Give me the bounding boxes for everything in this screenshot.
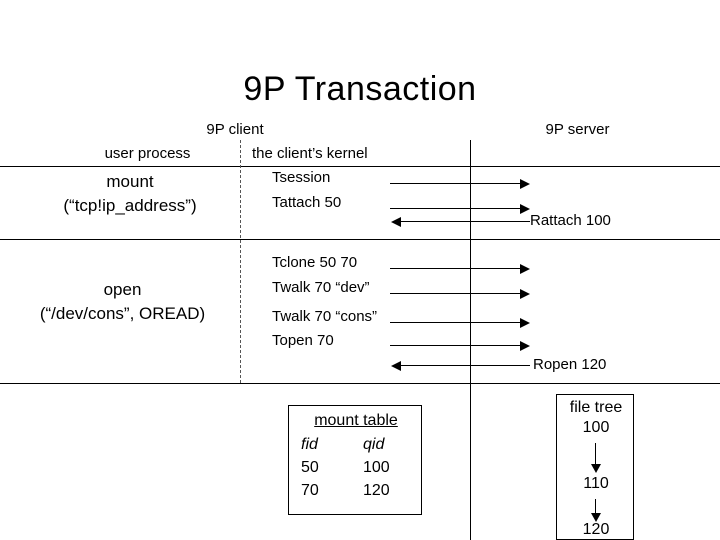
file-tree-edge-100-110-line xyxy=(595,443,596,465)
arrow-topen-line xyxy=(390,345,520,346)
mount-table: mount table fid qid 50 100 70 120 xyxy=(288,405,422,515)
arrow-topen-head xyxy=(520,341,530,351)
file-tree-node-100: 100 xyxy=(582,419,610,436)
file-tree-edge-100-110-head xyxy=(591,464,601,473)
mount-table-header-qid: qid xyxy=(363,436,385,453)
arrow-rattach-head xyxy=(391,217,401,227)
mount-table-row1-qid: 120 xyxy=(363,482,390,499)
message-tattach: Tattach 50 xyxy=(272,194,342,211)
arrow-tclone-head xyxy=(520,264,530,274)
arrow-ropen-head xyxy=(391,361,401,371)
arrow-tsession-line xyxy=(390,183,520,184)
arrow-tclone-line xyxy=(390,268,520,269)
arrow-twalk-dev-head xyxy=(520,289,530,299)
mount-table-row0-qid: 100 xyxy=(363,459,390,476)
user-action-open-line2: (“/dev/cons”, OREAD) xyxy=(39,304,206,323)
arrow-twalk-cons-line xyxy=(390,322,520,323)
user-action-open-line1: open xyxy=(103,280,142,299)
mount-table-header-fid: fid xyxy=(301,436,318,453)
page-title: 9P Transaction xyxy=(243,70,477,108)
mount-table-title: mount table xyxy=(314,412,398,429)
arrow-twalk-dev-line xyxy=(390,293,520,294)
user-action-mount-line1: mount xyxy=(106,172,154,191)
message-tclone: Tclone 50 70 xyxy=(272,254,358,271)
file-tree-node-110: 110 xyxy=(583,475,609,492)
column-header-9p-client: 9P client xyxy=(206,121,264,138)
divider-rule-mid xyxy=(0,239,720,240)
file-tree: file tree 100 110 120 xyxy=(556,394,634,540)
divider-rule-top xyxy=(0,166,720,167)
file-tree-edge-110-120-head xyxy=(591,513,601,522)
mount-table-row0-fid: 50 xyxy=(301,459,319,476)
arrow-tattach-line xyxy=(390,208,520,209)
divider-user-kernel xyxy=(240,140,241,383)
message-ropen: Ropen 120 xyxy=(533,356,607,373)
file-tree-node-120: 120 xyxy=(582,521,610,538)
user-action-mount-line2: (“tcp!ip_address”) xyxy=(25,196,235,216)
message-rattach: Rattach 100 xyxy=(530,212,611,229)
arrow-ropen-line xyxy=(401,365,530,366)
arrow-tsession-head xyxy=(520,179,530,189)
file-tree-title: file tree xyxy=(569,399,623,416)
divider-client-server xyxy=(470,140,471,540)
column-header-9p-server: 9P server xyxy=(545,121,610,138)
mount-table-row1-fid: 70 xyxy=(301,482,319,499)
arrow-tattach-head xyxy=(520,204,530,214)
divider-rule-bottom xyxy=(0,383,720,384)
label-user-process: user process xyxy=(104,145,191,162)
user-action-mount-arg: (“tcp!ip_address”) xyxy=(63,196,197,215)
arrow-twalk-cons-head xyxy=(520,318,530,328)
message-twalk-cons: Twalk 70 “cons” xyxy=(272,308,378,325)
arrow-rattach-line xyxy=(401,221,530,222)
message-topen: Topen 70 xyxy=(272,332,334,349)
label-kernel: the client’s kernel xyxy=(252,145,368,162)
message-twalk-dev: Twalk 70 “dev” xyxy=(272,279,370,296)
message-tsession: Tsession xyxy=(272,169,331,186)
file-tree-edge-110-120-line xyxy=(595,499,596,514)
